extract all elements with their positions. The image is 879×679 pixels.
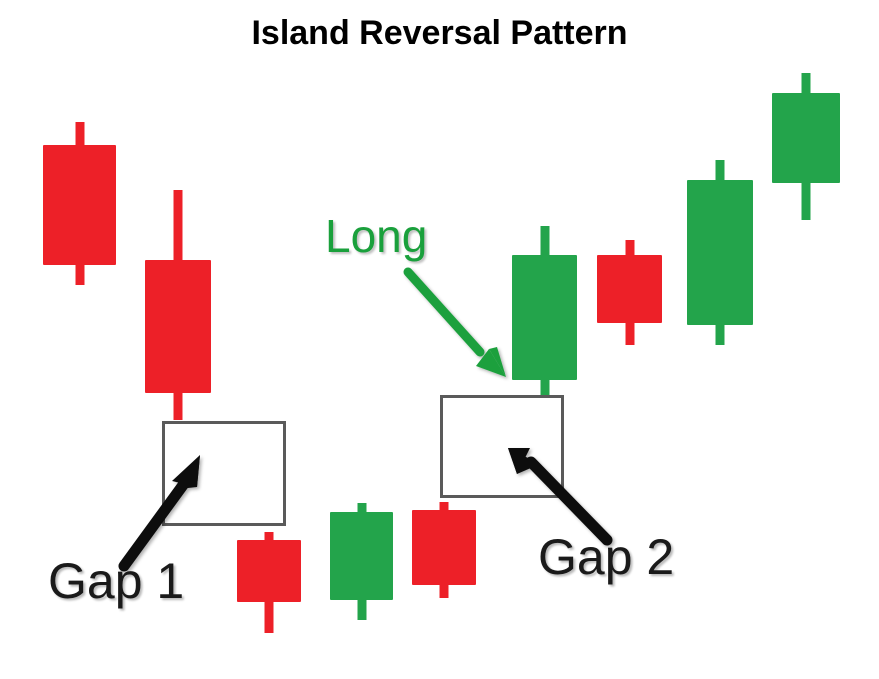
candle-island-2-body [330, 512, 393, 600]
candle-island-2 [330, 503, 393, 620]
long-label: Long [325, 210, 428, 262]
candle-7-body [597, 255, 662, 323]
candle-9 [772, 73, 840, 220]
candle-7 [597, 240, 662, 345]
candle-8-body [687, 180, 753, 325]
gap-2-box [440, 395, 564, 498]
page-title: Island Reversal Pattern [251, 14, 628, 52]
candle-island-3 [412, 502, 476, 598]
candle-1-body [43, 145, 116, 265]
candle-2 [145, 190, 211, 420]
candle-2-body [145, 260, 211, 393]
candle-long [512, 226, 577, 397]
long-arrow [403, 267, 506, 377]
candle-island-1-body [237, 540, 301, 602]
candle-9-body [772, 93, 840, 183]
candle-island-1 [237, 532, 301, 633]
candle-8 [687, 160, 753, 345]
candle-island-3-body [412, 510, 476, 585]
gap-2-label: Gap 2 [538, 529, 675, 585]
candle-1 [43, 122, 116, 285]
gap-1-label: Gap 1 [48, 553, 185, 609]
candle-long-body [512, 255, 577, 380]
gap-1-box [162, 421, 286, 526]
